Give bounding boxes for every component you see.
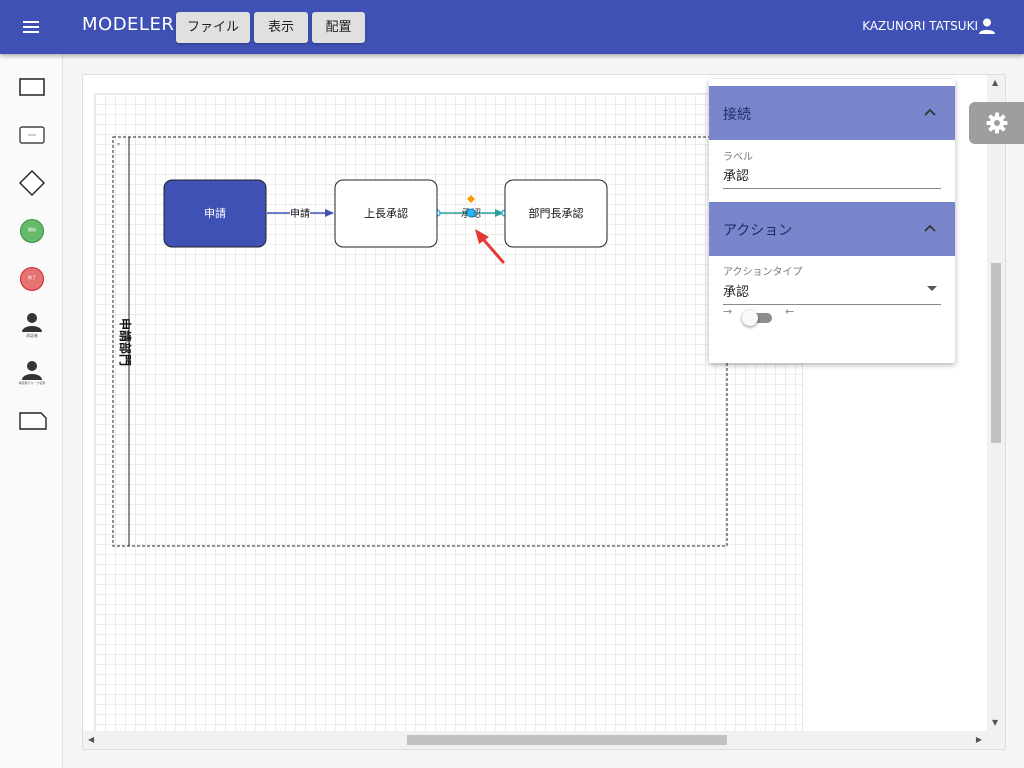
approver-role-text: 承認者 [26,333,38,338]
label-field[interactable]: 承認 [723,165,941,189]
scroll-down-icon[interactable]: ▼ [992,718,999,727]
connection-section-header[interactable]: 接続 [709,86,955,140]
edge-mid-handle[interactable] [466,208,476,218]
start-event-tool[interactable]: 開始 [19,218,45,244]
role-group-text: 承認者グループ名称 [18,381,46,385]
properties-panel: 接続 ラベル 承認 アクション アクションタイプ 承認 → ← [709,79,955,363]
end-event-tool[interactable]: 終了 [19,266,45,292]
scroll-left-icon[interactable]: ◀ [88,735,95,744]
action-type-select[interactable]: 承認 [723,281,941,305]
direction-forward-icon: → [723,305,733,318]
subprocess-shape-tool[interactable] [19,126,45,144]
settings-button[interactable] [969,102,1024,144]
menu-arrange[interactable]: 配置 [312,12,365,43]
direction-toggle[interactable] [742,310,774,326]
end-event-icon [20,267,44,291]
start-event-text: 開始 [28,227,36,232]
diagram-svg[interactable]: ▾ 申請部門 申請 承認 申請 上長承認 [95,94,802,734]
connection-section-title: 接続 [723,107,751,123]
chevron-up-icon[interactable] [923,106,937,120]
toggle-knob[interactable] [742,310,758,326]
pointer-arrow-icon [475,229,505,264]
end-event-text: 終了 [28,275,36,280]
label-move-handle[interactable] [467,195,475,203]
shape-toolbox: 開始 終了 承認者 承認者グループ名称 [0,54,63,768]
scroll-up-icon[interactable]: ▲ [992,78,999,87]
app-bar: MODELER ファイル 表示 配置 KAZUNORI TATSUKI [0,0,1024,54]
vertical-scrollbar[interactable]: ▲ ▼ [987,75,1005,749]
node-director-approval-label: 部門長承認 [529,206,584,220]
direction-backward-icon: ← [785,305,795,318]
edge-label-apply[interactable]: 申請 [290,207,310,220]
role-group-tool[interactable]: 承認者グループ名称 [19,360,45,388]
task-shape-tool[interactable] [19,78,45,96]
lane-collapse-icon[interactable]: ▾ [117,141,120,148]
person-icon [22,313,42,332]
node-manager-approval-label: 上長承認 [364,206,408,220]
action-section-header[interactable]: アクション [709,202,955,256]
diagram-viewport[interactable]: ▾ 申請部門 申請 承認 申請 上長承認 [82,74,1006,750]
node-apply[interactable]: 申請 [163,179,267,248]
person-group-icon [22,361,42,380]
action-type-caption: アクションタイプ [723,267,803,278]
app-title: MODELER [82,14,175,35]
hamburger-menu-icon[interactable] [18,15,44,39]
node-manager-approval[interactable]: 上長承認 [334,179,438,248]
dropdown-arrow-icon[interactable] [927,286,937,292]
scroll-right-icon[interactable]: ▶ [975,735,982,744]
node-director-approval[interactable]: 部門長承認 [504,179,608,248]
label-field-caption: ラベル [723,152,753,163]
diagram-canvas[interactable]: ▾ 申請部門 申請 承認 申請 上長承認 [94,93,803,735]
lane-label: 申請部門 [118,318,133,366]
action-section-title: アクション [723,223,793,239]
vertical-scroll-thumb[interactable] [991,263,1001,443]
menu-view[interactable]: 表示 [254,12,308,43]
gateway-diamond-tool[interactable] [19,170,45,196]
user-icon[interactable] [978,17,996,35]
approver-role-tool[interactable]: 承認者 [19,312,45,340]
action-type-value: 承認 [723,285,750,300]
start-event-icon [20,219,44,243]
chevron-up-icon[interactable] [923,222,937,236]
horizontal-scroll-thumb[interactable] [407,735,727,745]
edge-label-bg [290,206,310,220]
data-shape-tool[interactable] [19,412,47,430]
node-apply-label: 申請 [204,206,226,220]
user-name[interactable]: KAZUNORI TATSUKI [862,19,978,33]
swimlane[interactable]: ▾ 申請部門 [112,136,728,547]
menu-file[interactable]: ファイル [176,12,250,43]
gear-icon [986,112,1008,134]
horizontal-scrollbar[interactable]: ◀ ▶ [83,731,987,749]
